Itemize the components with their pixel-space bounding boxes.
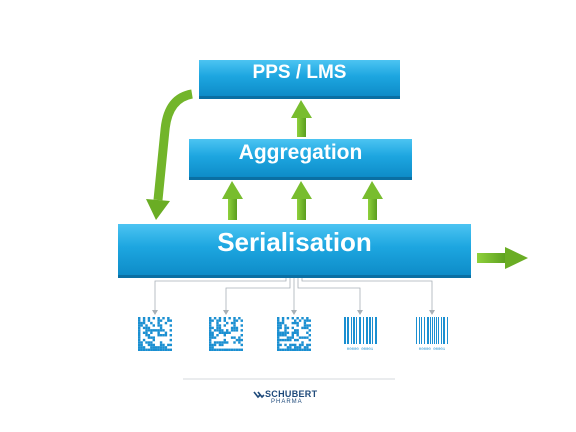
up-arrow-right — [362, 181, 383, 220]
schubert-pharma-logo: SCHUBERT PHARMA — [251, 389, 331, 411]
aggregation-label: Aggregation — [238, 141, 363, 164]
aggregation-layer: Aggregation — [189, 139, 412, 177]
distribution-lines — [154, 277, 433, 312]
logo-mark-icon — [253, 391, 265, 399]
datamatrix-code-3 — [277, 317, 311, 351]
down-curved-arrow — [146, 89, 194, 220]
barcode-1: 00000 00001 — [343, 317, 377, 352]
barcode-digits: 00000 00001 — [419, 348, 446, 351]
serialisation-label: Serialisation — [217, 227, 372, 257]
serialisation-layer: Serialisation — [118, 224, 471, 275]
barcode-digits: 00000 00001 — [347, 348, 374, 351]
pps-lms-layer: PPS / LMS — [199, 60, 400, 96]
brand-name: SCHUBERT — [265, 389, 318, 399]
datamatrix-code-2 — [209, 317, 243, 351]
up-arrow-center — [291, 181, 312, 220]
pps-lms-label: PPS / LMS — [252, 62, 347, 83]
brand-sub: PHARMA — [271, 399, 303, 405]
barcode-2: 00000 00001 — [415, 317, 449, 352]
up-arrow-left — [222, 181, 243, 220]
output-arrow — [477, 247, 528, 269]
datamatrix-code-1 — [138, 317, 172, 351]
up-arrow-top — [291, 100, 312, 137]
